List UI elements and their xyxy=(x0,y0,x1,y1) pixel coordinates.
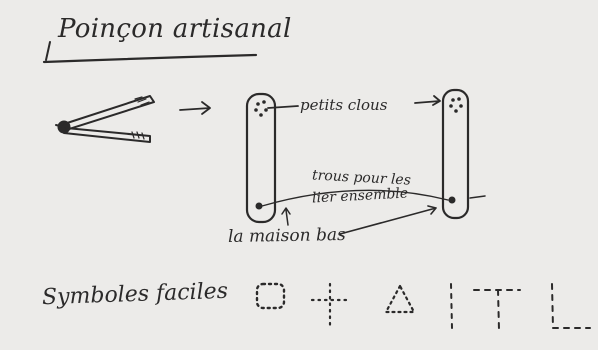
label-maison-bas: la maison bas xyxy=(228,225,346,247)
page-title: Poinçon artisanal xyxy=(58,14,292,44)
label-petits-clous: petits clous xyxy=(300,96,387,114)
